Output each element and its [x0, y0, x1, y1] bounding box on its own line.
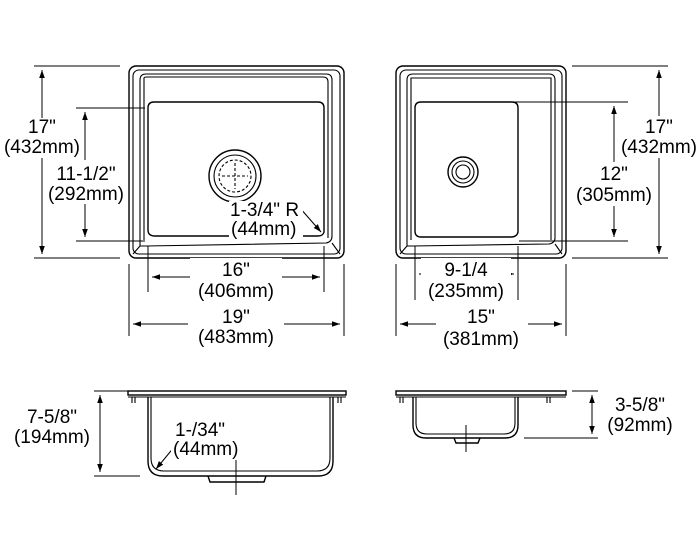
- dim-d2-bowl-w-in: 9-1/4: [444, 260, 488, 281]
- dim-d1-bowl-w-mm: (406mm): [198, 281, 274, 302]
- dim-d4-depth-in: 3-5/8": [615, 395, 665, 416]
- dim-d2-bowl-len-mm: (305mm): [576, 185, 652, 206]
- dim-d1-overall-width: 19" (483mm): [128, 264, 345, 350]
- dim-d1-bowl-len-in: 11-1/2": [56, 164, 115, 185]
- dim-d1-bowl-w-in: 16": [222, 260, 250, 281]
- dim-d3-depth: 7-5/8" (194mm): [4, 390, 140, 477]
- dim-d4-depth-mm: (92mm): [607, 415, 672, 436]
- dim-d1-radius-mm: (44mm): [231, 219, 296, 240]
- dim-d1-bowl-len-mm: (292mm): [48, 184, 124, 205]
- dim-d2-overall-height: 17" (432mm): [572, 65, 700, 259]
- dim-d3-corner-radius: 1-/34" (44mm): [155, 420, 241, 495]
- dim-d4-depth: 3-5/8" (92mm): [524, 390, 698, 439]
- sink-top-view-small: [395, 65, 567, 259]
- dim-d3-depth-in: 7-5/8": [27, 407, 77, 428]
- dim-d1-overall-height: 17" (432mm): [0, 65, 120, 259]
- dim-d2-bowl-len-in: 12": [600, 164, 628, 185]
- dim-d2-height-in: 17": [645, 117, 673, 138]
- dim-d3-radius-mm: (44mm): [173, 439, 238, 460]
- dim-d1-corner-radius: 1-3/4" R (44mm): [229, 200, 322, 240]
- dim-d1-bowl-width: 16" (406mm): [147, 246, 325, 302]
- dim-d2-height-mm: (432mm): [621, 137, 697, 158]
- drain-icon: [208, 149, 262, 203]
- dim-d2-bowl-w-mm: (235mm): [428, 281, 504, 302]
- sink-side-view-large: [127, 390, 347, 483]
- dim-d3-depth-mm: (194mm): [14, 427, 90, 448]
- dim-d2-overall-width: 15" (381mm): [395, 264, 567, 352]
- sink-side-view-small: [395, 390, 567, 452]
- dim-d2-width-mm: (381mm): [443, 329, 519, 350]
- dim-d3-radius-in: 1-/34": [175, 420, 225, 441]
- dim-d2-bowl-length: 12" (305mm): [512, 101, 656, 242]
- dim-d2-width-in: 15": [467, 307, 495, 328]
- dim-d1-width-in: 19": [222, 307, 250, 328]
- dim-d1-width-mm: (483mm): [198, 327, 274, 348]
- dim-d1-bowl-length: 11-1/2" (292mm): [44, 107, 145, 242]
- dim-d1-height-mm: (432mm): [4, 137, 80, 158]
- dim-d1-height-in: 17": [28, 117, 56, 138]
- dim-d2-bowl-width: 9-1/4 (235mm): [414, 246, 519, 302]
- drain-icon: [447, 156, 479, 188]
- dim-d1-radius-in: 1-3/4" R: [230, 200, 299, 221]
